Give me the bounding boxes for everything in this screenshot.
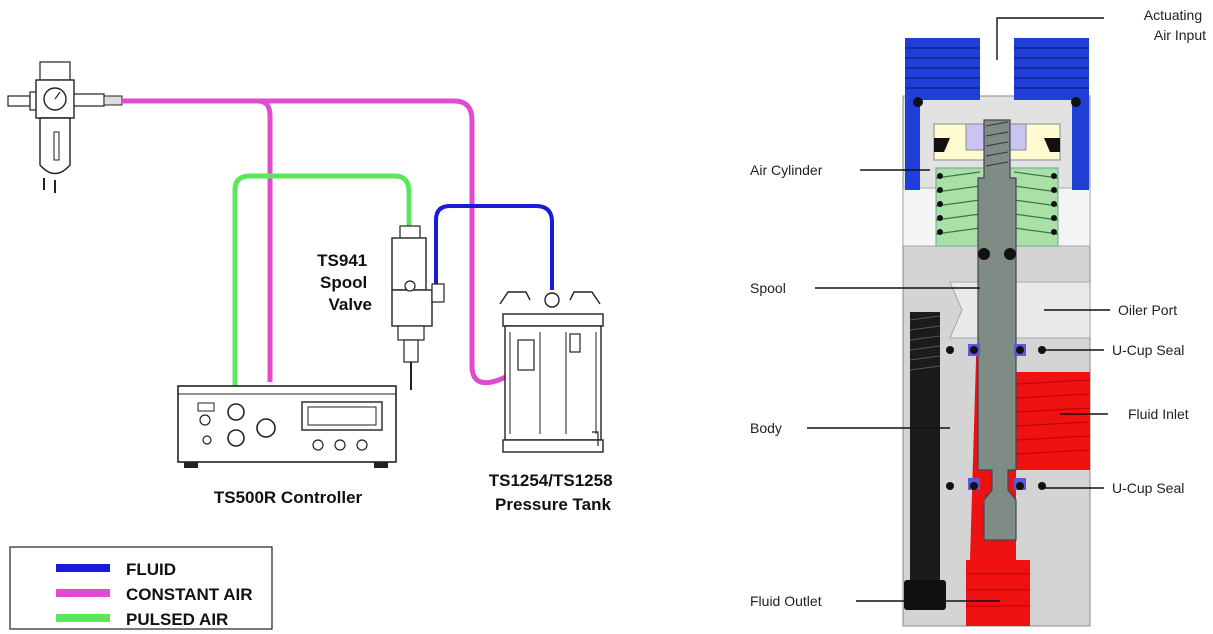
spool-valve bbox=[391, 225, 445, 390]
body-label: Body bbox=[750, 420, 782, 436]
actuating-air-input-label: Actuating Air Input bbox=[1144, 7, 1206, 43]
air-filter-regulator bbox=[7, 61, 123, 193]
spool-valve-label: TS941 Spool Valve bbox=[317, 251, 372, 314]
air-cylinder-label: Air Cylinder bbox=[750, 162, 823, 178]
valve-cross-section: Actuating Air Input Air Cylinder Spool O… bbox=[750, 7, 1206, 627]
mounting-bolt bbox=[910, 312, 940, 598]
legend-swatch-fluid bbox=[56, 564, 110, 572]
legend: FLUID CONSTANT AIR PULSED AIR bbox=[9, 546, 273, 630]
fluid-outlet-port bbox=[966, 560, 1030, 626]
legend-label-constant-air: CONSTANT AIR bbox=[126, 585, 253, 604]
fluid-outlet-label: Fluid Outlet bbox=[750, 593, 822, 609]
legend-label-pulsed-air: PULSED AIR bbox=[126, 610, 228, 629]
pressure-tank bbox=[499, 291, 604, 453]
u-cup-seal-top-label: U-Cup Seal bbox=[1112, 342, 1184, 358]
controller-unit bbox=[177, 385, 397, 468]
air-cap-left bbox=[905, 38, 980, 190]
legend-swatch-constant-air bbox=[56, 589, 110, 597]
legend-box bbox=[9, 546, 273, 630]
pulsed-air-line bbox=[232, 173, 412, 405]
fluid-line bbox=[434, 204, 554, 290]
constant-air-line bbox=[122, 98, 273, 382]
legend-label-fluid: FLUID bbox=[126, 560, 176, 579]
controller-label: TS500R Controller bbox=[214, 488, 363, 507]
constant-air-line-tank bbox=[258, 98, 523, 386]
fluid-inlet-label: Fluid Inlet bbox=[1128, 406, 1189, 422]
oiler-port-label: Oiler Port bbox=[1118, 302, 1177, 318]
u-cup-seal-bottom-label: U-Cup Seal bbox=[1112, 480, 1184, 496]
legend-swatch-pulsed-air bbox=[56, 614, 110, 622]
air-cap-right bbox=[1014, 38, 1089, 190]
system-diagram: TS941 Spool Valve TS500R Controller bbox=[7, 61, 618, 630]
spool-label: Spool bbox=[750, 280, 786, 296]
tank-label: TS1254/TS1258 Pressure Tank bbox=[489, 471, 618, 514]
spool-shaft bbox=[977, 119, 1017, 541]
